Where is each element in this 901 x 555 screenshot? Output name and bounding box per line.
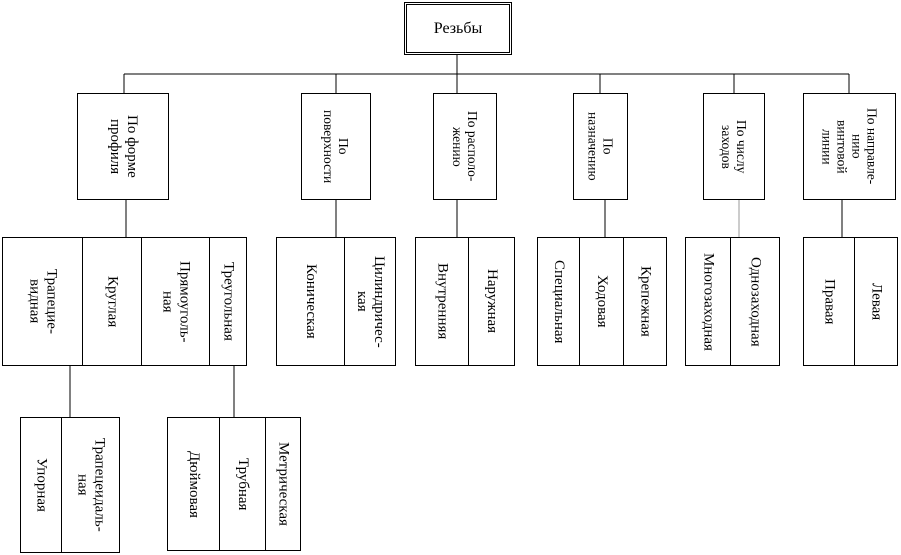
purpose-types-group: Специальная Ходовая Крепежная <box>537 237 667 366</box>
type-label: Правая <box>821 278 838 325</box>
type-cell: Внутренняя <box>416 238 468 365</box>
category-label: По поверхности <box>321 109 351 184</box>
type-cell: Круглая <box>82 238 141 365</box>
root-label: Резьбы <box>433 19 483 37</box>
root-box: Резьбы <box>404 2 512 55</box>
type-label: Крепежная <box>637 266 654 337</box>
type-cell: Крепежная <box>623 238 666 365</box>
subtype-cell: Упорная <box>21 418 61 552</box>
type-label: Однозаходная <box>747 256 764 347</box>
subtype-cell: Метрическая <box>265 418 300 550</box>
subtype-cell: Трапецеидаль- ная <box>61 418 119 552</box>
category-direction: По направле- нию винтовой линии <box>803 93 896 200</box>
type-label: Специальная <box>551 259 567 344</box>
type-cell: Треугольная <box>209 238 246 365</box>
surface-types-group: Коническая Цилиндричес- кая <box>276 237 396 366</box>
trapezoid-subtypes-group: Упорная Трапецеидаль- ная <box>20 417 120 553</box>
category-label: По форме профиля <box>107 115 140 178</box>
subtype-label: Дюймовая <box>186 450 202 518</box>
starts-types-group: Многозаходная Однозаходная <box>685 237 780 366</box>
subtype-label: Метрическая <box>275 442 292 526</box>
category-location: По располо- жению <box>433 93 497 200</box>
category-label: По направле- нию винтовой линии <box>819 108 880 185</box>
direction-types-group: Правая Левая <box>803 237 898 366</box>
subtype-label: Трапецеидаль- ная <box>74 438 108 532</box>
category-starts: По числу заходов <box>703 93 765 200</box>
triangular-subtypes-group: Дюймовая Трубная Метрическая <box>167 417 301 551</box>
location-types-group: Внутренняя Наружная <box>415 237 515 366</box>
type-cell: Многозаходная <box>686 238 730 365</box>
category-label: По числу заходов <box>719 119 749 174</box>
type-cell: Наружная <box>468 238 514 365</box>
profile-types-group: Трапецие- видная Круглая Прямоуголь- ная… <box>2 237 247 366</box>
type-cell: Специальная <box>538 238 579 365</box>
type-label: Треугольная <box>220 262 237 341</box>
type-label: Круглая <box>104 275 121 328</box>
type-cell: Коническая <box>277 238 344 365</box>
type-label: Трапецие- видная <box>26 269 60 334</box>
type-cell: Прямоуголь- ная <box>141 238 209 365</box>
subtype-label: Упорная <box>33 458 50 512</box>
type-cell: Ходовая <box>579 238 623 365</box>
type-label: Внутренняя <box>434 263 451 340</box>
category-profile: По форме профиля <box>77 93 169 200</box>
category-surface: По поверхности <box>301 93 371 200</box>
category-label: По назначению <box>585 112 616 181</box>
type-cell: Цилиндричес- кая <box>344 238 395 365</box>
type-label: Прямоуголь- ная <box>159 260 193 343</box>
type-cell: Трапецие- видная <box>3 238 82 365</box>
category-label: По располо- жению <box>450 111 480 182</box>
type-label: Левая <box>868 282 885 321</box>
type-cell: Правая <box>804 238 854 365</box>
subtype-cell: Дюймовая <box>168 418 219 550</box>
type-cell: Однозаходная <box>730 238 779 365</box>
type-label: Многозаходная <box>700 252 717 351</box>
type-label: Коническая <box>303 264 319 339</box>
subtype-cell: Трубная <box>219 418 265 550</box>
type-label: Цилиндричес- кая <box>354 255 387 348</box>
subtype-label: Трубная <box>235 457 251 511</box>
type-cell: Левая <box>854 238 897 365</box>
category-purpose: По назначению <box>573 93 628 200</box>
type-label: Наружная <box>484 269 500 334</box>
type-label: Ходовая <box>594 275 610 328</box>
